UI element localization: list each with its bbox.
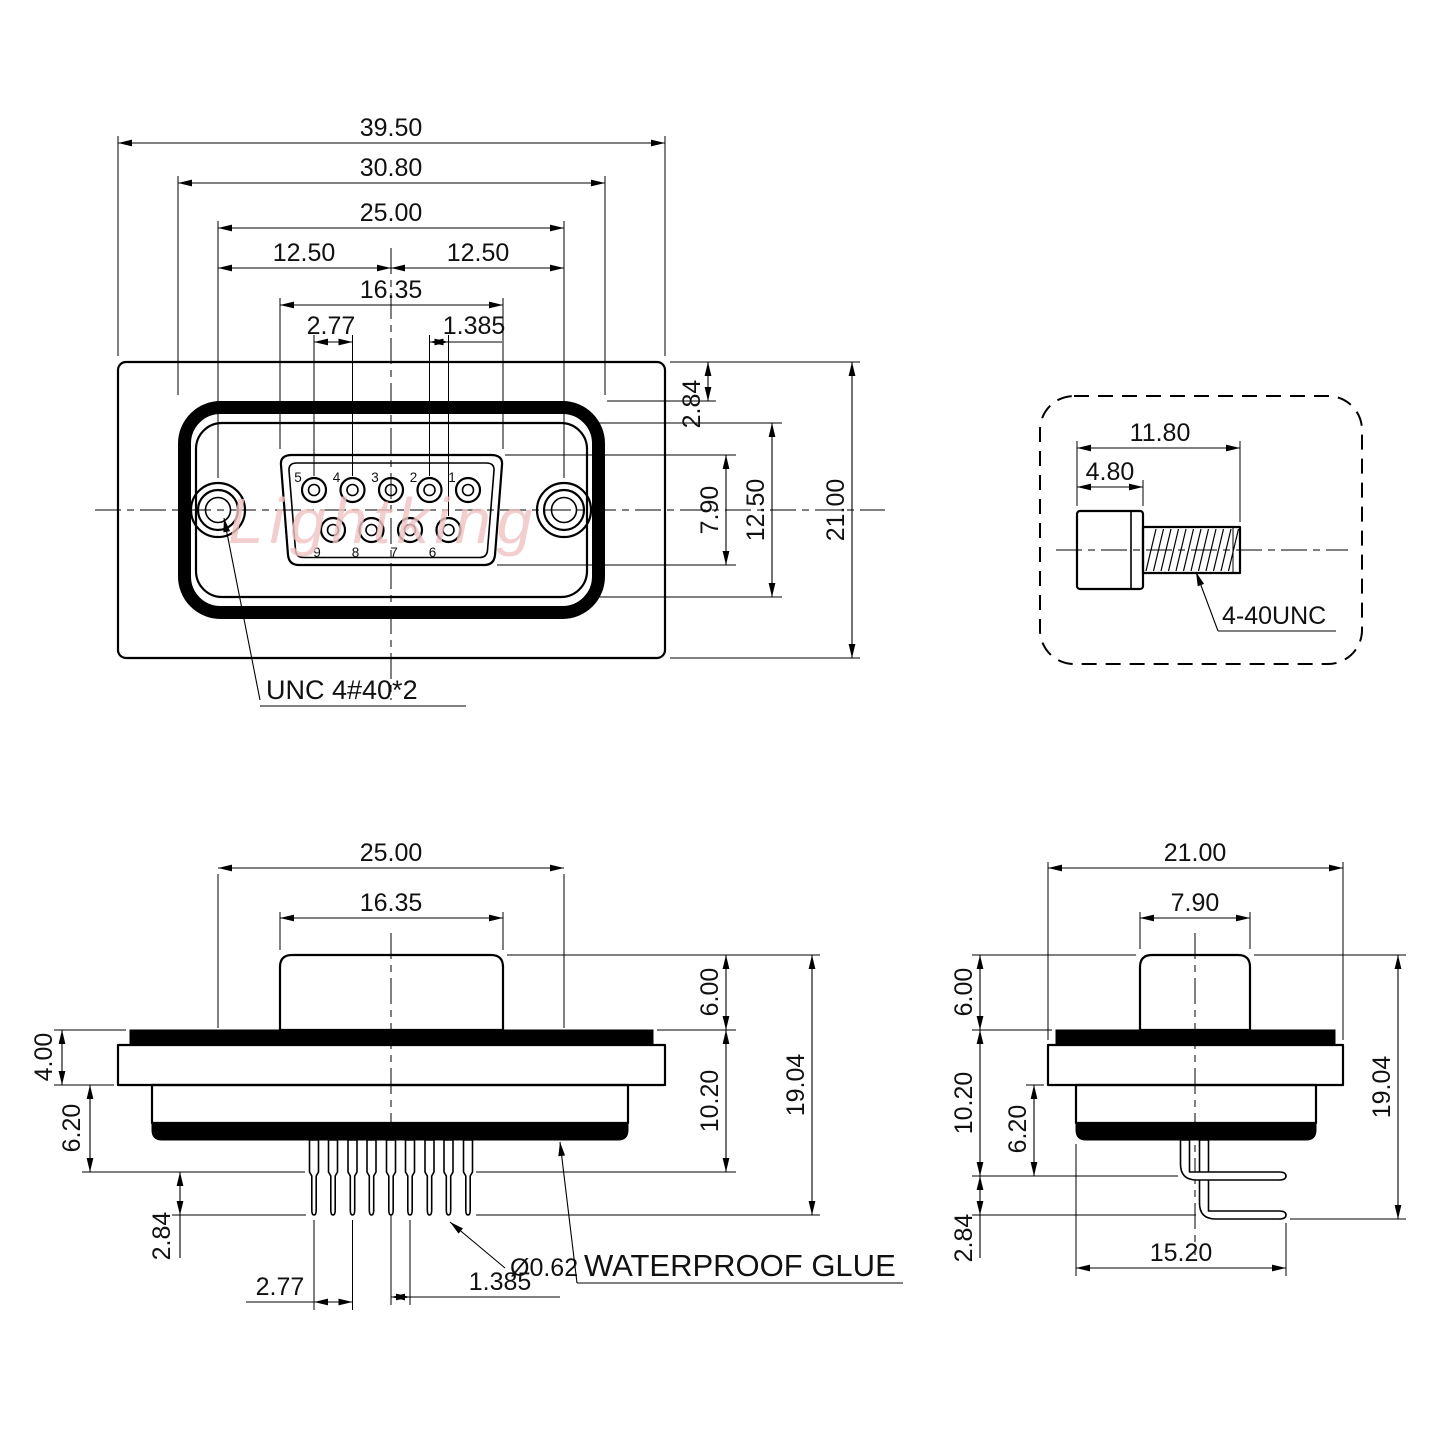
dim-screw-head-length: 4.80 bbox=[1086, 458, 1135, 486]
pin-number: 2 bbox=[410, 470, 418, 485]
screw-hole-left bbox=[189, 481, 247, 539]
pin-number: 5 bbox=[294, 470, 302, 485]
dim-end-pin-length: 15.20 bbox=[1150, 1239, 1213, 1267]
screw-body bbox=[1075, 509, 1242, 591]
front-body bbox=[116, 360, 667, 660]
bent-pins bbox=[1179, 1139, 1287, 1220]
glue-callout: WATERPROOF GLUE bbox=[558, 1141, 903, 1284]
dim-side-pin-tail: 2.84 bbox=[148, 1212, 176, 1261]
dim-end-shell-width: 7.90 bbox=[1171, 889, 1220, 917]
dim-front-pin-pitch: 2.77 bbox=[307, 312, 356, 340]
waterproof-glue-label: WATERPROOF GLUE bbox=[584, 1248, 896, 1283]
gasket-bar bbox=[129, 1029, 654, 1046]
pin-number: 4 bbox=[333, 470, 341, 485]
dim-side-shell-height: 6.00 bbox=[696, 968, 724, 1017]
screw-dimensions: 11.80 4.80 bbox=[1076, 419, 1241, 522]
front-view: 5 4 3 2 1 9 8 7 6 bbox=[95, 114, 885, 707]
dim-side-pin-pitch: 2.77 bbox=[256, 1273, 305, 1301]
insulator-insert-end bbox=[1074, 1083, 1318, 1125]
dim-front-shell-height: 7.90 bbox=[696, 486, 724, 535]
front-dimensions: 39.50 30.80 25.00 12.50 12.50 16.35 2.77… bbox=[117, 114, 860, 659]
dim-end-total-height: 19.04 bbox=[1368, 1056, 1396, 1119]
waterproof-glue-layer bbox=[151, 1122, 629, 1141]
dim-front-half-pitch: 1.385 bbox=[443, 312, 506, 340]
dim-side-screw-span: 25.00 bbox=[360, 839, 423, 867]
dim-side-pin-diameter: Ø0.62 bbox=[510, 1254, 578, 1282]
dim-side-half-pitch: 1.385 bbox=[469, 1268, 532, 1296]
end-view: 21.00 7.90 6.00 10.20 6.20 2.84 19.04 15… bbox=[950, 839, 1406, 1276]
pin-number: 8 bbox=[352, 545, 360, 560]
front-screw-thread-label: UNC 4#40*2 bbox=[266, 675, 418, 705]
gasket-bar-end bbox=[1055, 1029, 1336, 1046]
d-shell bbox=[279, 453, 504, 567]
waterproof-glue-layer-end bbox=[1075, 1122, 1317, 1141]
side-dimensions: 25.00 16.35 4.00 6.20 2.84 6.00 10.20 19… bbox=[30, 839, 820, 1310]
dim-front-shell-width: 16.35 bbox=[360, 276, 423, 304]
dim-end-body-height: 10.20 bbox=[950, 1072, 978, 1135]
watermark-text: Lightking bbox=[228, 485, 538, 557]
bent-pin-row2 bbox=[1198, 1139, 1287, 1220]
thread-hatching bbox=[1145, 528, 1240, 572]
pin-number: 6 bbox=[429, 545, 437, 560]
dim-front-half-right: 12.50 bbox=[447, 239, 510, 267]
thread-callout: 4-40UNC bbox=[1195, 571, 1336, 632]
side-pins bbox=[308, 1139, 474, 1216]
dim-front-flange-width: 30.80 bbox=[360, 154, 423, 182]
waterproof-gasket-ring bbox=[178, 401, 605, 619]
insulator-insert bbox=[150, 1083, 630, 1125]
dim-screw-total-length: 11.80 bbox=[1130, 419, 1191, 447]
pin-number: 7 bbox=[390, 545, 398, 560]
screw-detail-view: 11.80 4.80 4-40UNC bbox=[1039, 395, 1363, 665]
dim-side-shell-width: 16.35 bbox=[360, 889, 423, 917]
thread-label: 4-40UNC bbox=[1222, 602, 1326, 630]
flange-inner-outline bbox=[194, 421, 589, 599]
dim-front-half-left: 12.50 bbox=[273, 239, 336, 267]
mating-shell-end bbox=[1138, 953, 1252, 1032]
front-pins bbox=[300, 476, 482, 544]
dim-side-flange-thickness: 4.00 bbox=[30, 1033, 58, 1082]
dim-end-row-pitch: 2.84 bbox=[950, 1214, 978, 1263]
connector-outline bbox=[116, 360, 667, 660]
dim-front-total-width: 39.50 bbox=[360, 114, 423, 142]
front-screw-callout: UNC 4#40*2 bbox=[223, 517, 466, 707]
dim-front-insert-height: 12.50 bbox=[742, 479, 770, 542]
pin-number: 1 bbox=[448, 470, 456, 485]
end-dimensions: 21.00 7.90 6.00 10.20 6.20 2.84 19.04 15… bbox=[950, 839, 1406, 1276]
pin-number: 3 bbox=[371, 470, 379, 485]
dim-side-body-height: 10.20 bbox=[696, 1070, 724, 1133]
dim-side-insert-depth: 6.20 bbox=[58, 1104, 86, 1153]
dim-end-shell-height: 6.00 bbox=[950, 968, 978, 1017]
dim-front-top-offset: 2.84 bbox=[678, 380, 706, 429]
dim-end-total-width: 21.00 bbox=[1164, 839, 1227, 867]
bent-pin-row1 bbox=[1179, 1139, 1287, 1181]
pin-number: 9 bbox=[313, 545, 321, 560]
end-body bbox=[1046, 953, 1345, 1141]
dim-front-screw-span: 25.00 bbox=[360, 199, 423, 227]
screw-hole-right bbox=[535, 481, 593, 539]
dim-front-total-height: 21.00 bbox=[822, 479, 850, 542]
dim-end-insert-depth: 6.20 bbox=[1004, 1105, 1032, 1154]
dim-side-total-height: 19.04 bbox=[782, 1054, 810, 1117]
side-view: 25.00 16.35 4.00 6.20 2.84 6.00 10.20 19… bbox=[30, 839, 903, 1310]
mating-shell bbox=[278, 953, 505, 1032]
front-pin-numbers: 5 4 3 2 1 9 8 7 6 bbox=[294, 470, 456, 560]
detail-boundary bbox=[1039, 395, 1363, 665]
side-body bbox=[116, 953, 667, 1141]
screw-shaft bbox=[1141, 525, 1242, 575]
